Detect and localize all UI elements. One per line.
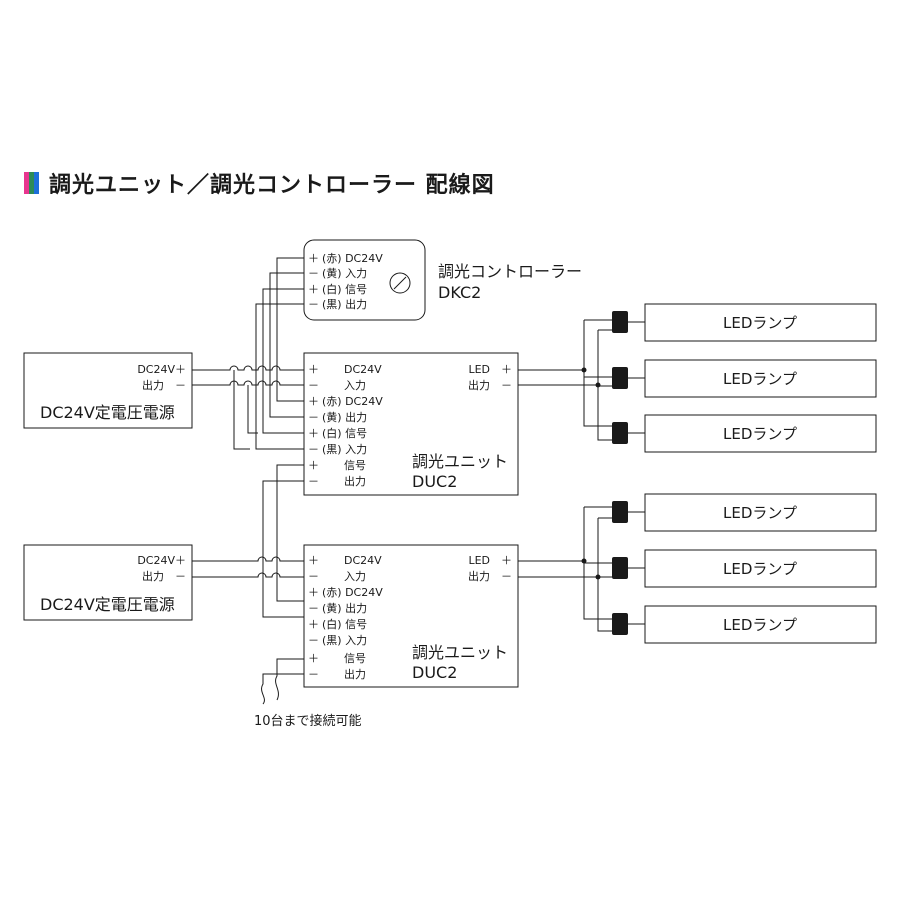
unit1-term-5-label: (白) 信号 <box>322 426 367 440</box>
unit2-term-2-label: 入力 <box>344 570 366 583</box>
unit1-term-8-sign: － <box>308 475 319 488</box>
unit2-term-6-sign: － <box>308 634 319 647</box>
power-supply-2-out2: 出力 － <box>142 569 186 583</box>
power-supply-1-out1: DC24V＋ <box>137 363 186 376</box>
unit1-term-4-sign: － <box>308 411 319 424</box>
power-supply-2-name: DC24V定電圧電源 <box>40 595 175 614</box>
unit2-model: DUC2 <box>412 663 457 682</box>
unit2-term-1-sign: ＋ <box>308 554 319 567</box>
unit1-led-label-1: LED ＋ <box>468 363 512 376</box>
power-supply-1-name: DC24V定電圧電源 <box>40 403 175 422</box>
unit2-led-label-2: 出力 － <box>468 569 512 583</box>
unit2-term-2-sign: － <box>308 570 319 583</box>
lamp-connector-icon <box>612 422 628 444</box>
unit1-term-6-label: (黒) 入力 <box>322 443 367 456</box>
controller-name: 調光コントローラー <box>438 262 582 281</box>
unit2-term-1-label: DC24V <box>344 554 382 567</box>
unit2-term-3-label: (赤) DC24V <box>322 586 383 599</box>
unit1-term-7-sign: ＋ <box>308 459 319 472</box>
unit1-term-8-label: 出力 <box>344 474 366 488</box>
power-supply-2-out1: DC24V＋ <box>137 554 186 567</box>
unit1-term-1-label: DC24V <box>344 363 382 376</box>
unit2-term-7-label: 信号 <box>344 652 366 665</box>
unit1-name: 調光ユニット <box>412 452 508 471</box>
lamp-connector-icon <box>612 557 628 579</box>
controller-terminal-3-sign: ＋ <box>308 283 319 296</box>
diagram-title: 調光ユニット／調光コントローラー 配線図 <box>24 170 495 198</box>
led-lamp-label-3: LEDランプ <box>723 425 797 443</box>
unit1-term-2-label: 入力 <box>344 379 366 392</box>
unit1-term-1-sign: ＋ <box>308 363 319 376</box>
unit1-term-3-sign: ＋ <box>308 395 319 408</box>
unit2-term-4-label: (黄) 出力 <box>322 601 367 615</box>
controller-terminal-4-label: (黒) 出力 <box>322 297 367 311</box>
unit1-term-2-sign: － <box>308 379 319 392</box>
dial-icon <box>389 272 411 294</box>
unit1-term-5-sign: ＋ <box>308 427 319 440</box>
led-lamp-label-6: LEDランプ <box>723 616 797 634</box>
power-supply-box-2 <box>23 544 193 621</box>
lamp-connector-icon <box>612 367 628 389</box>
controller-terminal-4-sign: － <box>308 298 319 311</box>
unit2-term-8-sign: － <box>308 668 319 681</box>
led-lamp-label-4: LEDランプ <box>723 504 797 522</box>
led-lamp-label-2: LEDランプ <box>723 370 797 388</box>
controller-terminal-2-sign: － <box>308 267 319 280</box>
controller-terminal-1-sign: ＋ <box>308 252 319 265</box>
dimming-unit-box-2 <box>303 544 519 688</box>
controller-box <box>303 239 426 321</box>
unit1-model: DUC2 <box>412 472 457 491</box>
unit2-term-4-sign: － <box>308 602 319 615</box>
title-stripe-pink <box>24 172 29 194</box>
power-supply-1-out2: 出力 － <box>142 378 186 392</box>
dimming-unit-box-1 <box>303 352 519 496</box>
dimming-unit-1-labels: ＋ DC24V － 入力 ＋ (赤) DC24V － (黄) 出力 ＋ (白) … <box>308 363 512 491</box>
title-stripe-blue <box>34 172 39 194</box>
unit2-term-3-sign: ＋ <box>308 586 319 599</box>
controller-model: DKC2 <box>438 283 481 302</box>
led-lamp-label-5: LEDランプ <box>723 560 797 578</box>
unit1-term-4-label: (黄) 出力 <box>322 410 367 424</box>
led-lamp-label-1: LEDランプ <box>723 314 797 332</box>
unit2-term-5-label: (白) 信号 <box>322 617 367 631</box>
unit2-name: 調光ユニット <box>412 643 508 662</box>
lamp-connector-icon <box>612 613 628 635</box>
title-stripe-green <box>29 172 34 194</box>
unit1-led-label-2: 出力 － <box>468 378 512 392</box>
unit2-term-5-sign: ＋ <box>308 618 319 631</box>
connector-group <box>612 311 628 635</box>
controller-terminal-1-label: (赤) DC24V <box>322 252 383 265</box>
lamp-connector-icon <box>612 311 628 333</box>
lamp-connector-icon <box>612 501 628 523</box>
dimming-unit-2-labels: ＋ DC24V － 入力 ＋ (赤) DC24V － (黄) 出力 ＋ (白) … <box>308 554 512 682</box>
connection-note: 10台まで接続可能 <box>254 713 362 729</box>
unit2-term-6-label: (黒) 入力 <box>322 634 367 647</box>
unit1-term-6-sign: － <box>308 443 319 456</box>
unit1-term-3-label: (赤) DC24V <box>322 395 383 408</box>
controller-terminal-3-label: (白) 信号 <box>322 282 367 296</box>
controller-terminal-2-label: (黄) 入力 <box>322 266 367 280</box>
title-text: 調光ユニット／調光コントローラー 配線図 <box>49 173 495 198</box>
unit1-term-7-label: 信号 <box>344 459 366 472</box>
power-supply-box-1 <box>23 352 193 429</box>
unit2-term-7-sign: ＋ <box>308 652 319 665</box>
unit2-term-8-label: 出力 <box>344 667 366 681</box>
unit2-led-label-1: LED ＋ <box>468 554 512 567</box>
